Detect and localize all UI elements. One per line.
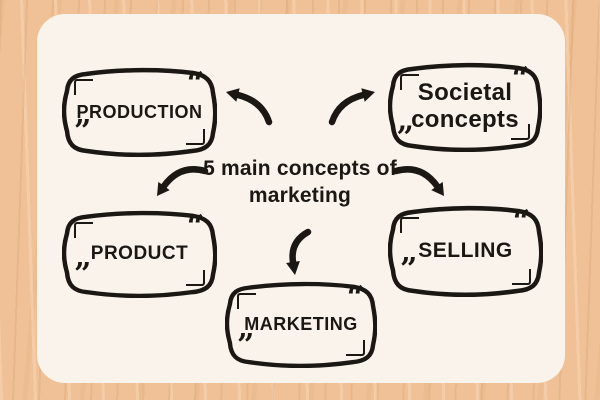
box-label-selling: SELLING [418, 239, 513, 263]
open-quote-icon: “ [346, 280, 364, 315]
sketch-frame-icon [62, 210, 217, 298]
corner-bracket-icon [512, 269, 531, 285]
box-marketing: “ ” MARKETING [225, 281, 377, 368]
box-societal-concepts: “ „ Societal concepts [388, 62, 542, 152]
arrow-to-societal-icon [328, 88, 375, 126]
arrow-to-selling-icon [392, 166, 444, 196]
corner-bracket-icon [186, 270, 205, 286]
arrow-to-product-icon [157, 166, 209, 196]
open-quote-icon: “ [186, 209, 204, 244]
open-quote-icon: “ [186, 66, 204, 101]
close-quote-icon: ” [400, 252, 418, 287]
low-quote-icon: „ [397, 103, 415, 138]
sketch-frame-icon [388, 62, 542, 152]
corner-bracket-icon [186, 129, 205, 145]
close-quote-icon: ” [74, 114, 92, 149]
corner-bracket-icon [400, 74, 419, 90]
corner-bracket-icon [74, 79, 93, 95]
sketch-frame-icon [225, 281, 377, 368]
sketch-frame-icon [388, 205, 543, 297]
diagram-card [37, 14, 565, 383]
box-label-production: PRODUCTION [76, 101, 203, 122]
box-selling: “ ” SELLING [388, 205, 543, 297]
corner-bracket-icon [346, 340, 365, 356]
box-production: “ ” PRODUCTION [62, 67, 217, 157]
corner-bracket-icon [400, 217, 419, 233]
arrow-to-marketing-icon [286, 228, 312, 275]
close-quote-icon: ” [74, 257, 92, 292]
close-quote-icon: ” [237, 328, 255, 363]
open-quote-icon: “ [511, 61, 529, 96]
box-label-product: PRODUCT [90, 243, 189, 265]
corner-bracket-icon [74, 222, 93, 238]
open-quote-icon: “ [512, 204, 530, 239]
box-product: “ ” PRODUCT [62, 210, 217, 298]
sketch-frame-icon [62, 67, 217, 157]
diagram-title: 5 main concepts of marketing [203, 157, 397, 207]
arrow-to-production-icon [226, 88, 273, 126]
box-label-societal-concepts: Societal concepts [411, 79, 519, 133]
corner-bracket-icon [511, 124, 530, 140]
box-label-marketing: MARKETING [244, 314, 358, 335]
corner-bracket-icon [237, 293, 256, 309]
